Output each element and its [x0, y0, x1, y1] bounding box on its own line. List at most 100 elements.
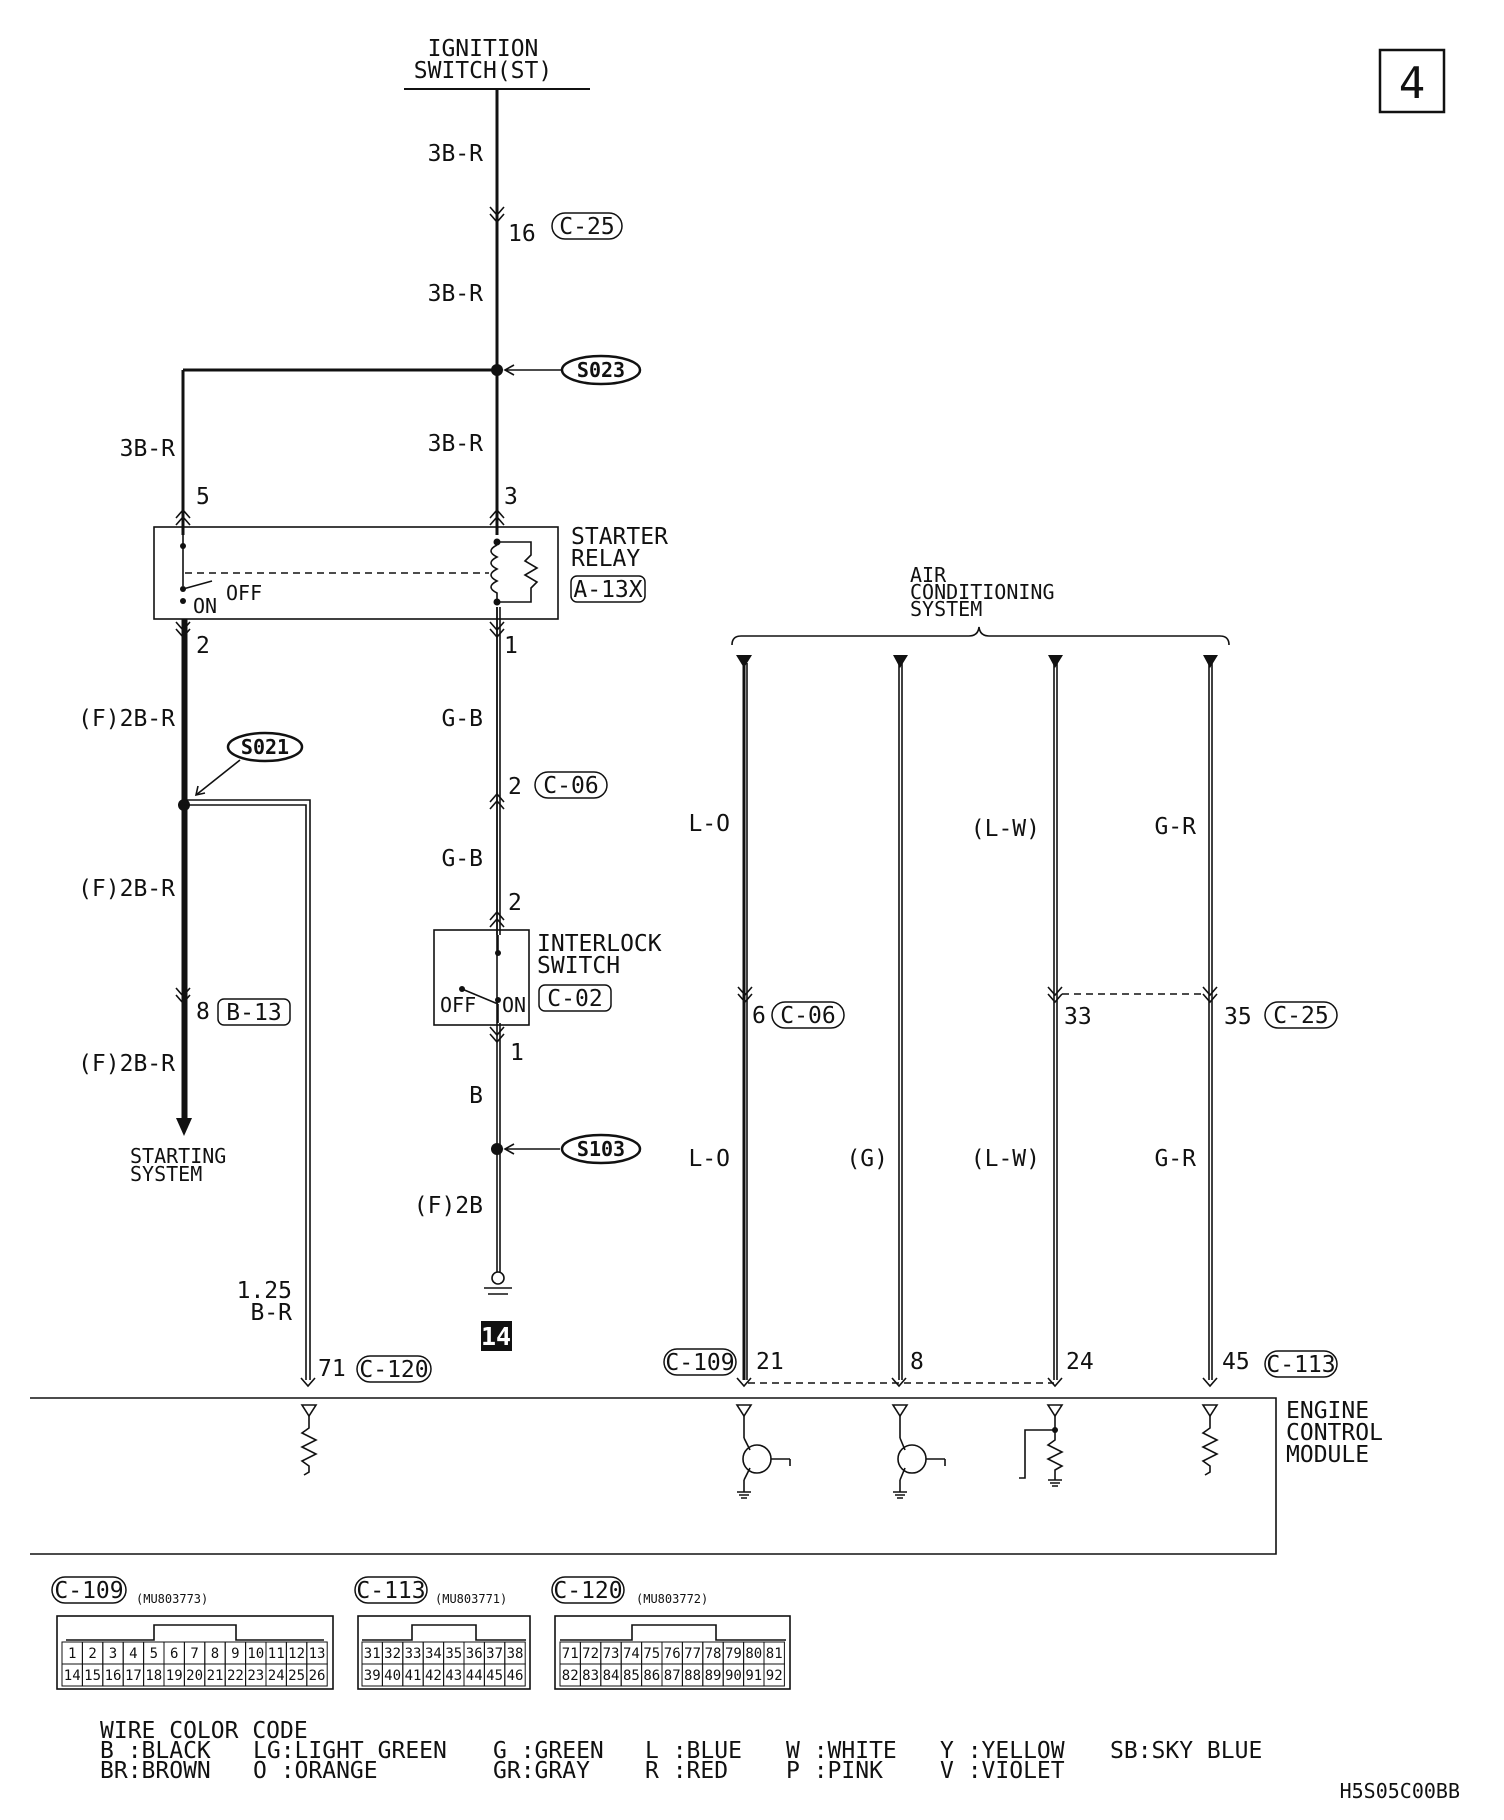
pin-number: 88: [684, 1668, 701, 1684]
color-code-lg: LG:LIGHT GREEN: [253, 1738, 447, 1764]
pin-number: 82: [562, 1668, 579, 1684]
color-code-p: P :PINK: [786, 1758, 883, 1784]
ground-circle: [491, 1271, 505, 1285]
color-code-b: B :BLACK: [100, 1738, 211, 1764]
pin-number: 5: [150, 1646, 158, 1662]
wire-label-g-b-2: G-B: [441, 846, 483, 872]
pin-8-b13: 8: [196, 999, 210, 1025]
ac-wire-2: [893, 655, 908, 1380]
color-code-g: G :GREEN: [493, 1738, 604, 1764]
interlock-switch-label-1: INTERLOCK: [537, 931, 662, 957]
pin-number: 18: [145, 1668, 162, 1684]
pin-number: 75: [643, 1646, 660, 1662]
relay-on-label: ON: [193, 594, 217, 618]
interlock-contact-on: [495, 997, 501, 1003]
pin-number: 36: [466, 1646, 483, 1662]
pin-number: 26: [309, 1668, 326, 1684]
pin-number: 31: [364, 1646, 381, 1662]
pin-number: 10: [247, 1646, 264, 1662]
wire-color-code-row2: BR:BROWN O :ORANGE GR:GRAY R :RED P :PIN…: [100, 1758, 1065, 1784]
pin-cell: [763, 1663, 785, 1687]
splice-s103-label: S103: [577, 1137, 625, 1161]
pin-1-interlock: 1: [510, 1040, 524, 1066]
color-code-w: W :WHITE: [786, 1738, 897, 1764]
ac-system-label-3: SYSTEM: [910, 597, 982, 621]
pin-number: 89: [705, 1668, 722, 1684]
tag-c06-center: [534, 771, 608, 799]
splice-s021-oval: [226, 731, 304, 763]
relay-pin-5-mark: [175, 508, 191, 526]
relay-coil: [490, 544, 499, 600]
pin-number: 39: [364, 1668, 381, 1684]
interlock-on-label: ON: [502, 993, 526, 1017]
ignition-switch-label-1: IGNITION: [428, 36, 539, 62]
color-code-sb: SB:SKY BLUE: [1110, 1738, 1262, 1764]
starting-system-label-2: SYSTEM: [130, 1162, 202, 1186]
pin-number: 35: [445, 1646, 462, 1662]
page-number-box: [1378, 48, 1446, 114]
ecm-label-1: ENGINE: [1286, 1398, 1369, 1424]
pin-number: 11: [268, 1646, 285, 1662]
connector-c109: C-109: [665, 1350, 734, 1376]
color-code-r: R :RED: [645, 1758, 728, 1784]
starter-relay-label-1: STARTER: [571, 524, 668, 550]
pin-number: 76: [664, 1646, 681, 1662]
pin-5: 5: [196, 484, 210, 510]
pin-number: 84: [603, 1668, 620, 1684]
wire-label-3b-r-3: 3B-R: [120, 436, 176, 462]
page-number: 4: [1399, 58, 1426, 109]
ecm-branch-wire: [184, 804, 307, 1380]
starting-arrow: [176, 1118, 192, 1136]
connector-view-c120-part: (MU803772): [636, 1592, 708, 1606]
interlock-pin-1-mark: [489, 1026, 505, 1044]
pin-number: 38: [507, 1646, 524, 1662]
pin-45: 45: [1222, 1349, 1250, 1375]
ecm-pin-marks: [736, 1377, 1218, 1388]
interlock-off-label: OFF: [440, 993, 476, 1017]
pin-number: 22: [227, 1668, 244, 1684]
pin-33: 33: [1064, 1004, 1092, 1030]
pin-number: 45: [486, 1668, 503, 1684]
splice-s021-arrow: [195, 759, 241, 796]
pin-number: 15: [84, 1668, 101, 1684]
pin-number: 77: [684, 1646, 701, 1662]
color-code-v: V :VIOLET: [940, 1758, 1065, 1784]
connector-view-c113-name: C-113: [356, 1578, 425, 1604]
connector-mark-b13: [175, 987, 191, 1005]
ecm-branch-wire-2: [184, 799, 311, 1380]
pin-number: 74: [623, 1646, 640, 1662]
pin-1-relay: 1: [504, 633, 518, 659]
wire-label-g-r-top: G-R: [1154, 814, 1196, 840]
wire-label-f2b-r-1: (F)2B-R: [78, 706, 175, 732]
connector-b13: B-13: [226, 1000, 281, 1026]
connector-view-c120-name: C-120: [553, 1578, 622, 1604]
starting-system-label-1: STARTING: [130, 1144, 226, 1168]
wire-label-f2b-r-2: (F)2B-R: [78, 876, 175, 902]
ecm-label-3: MODULE: [1286, 1442, 1369, 1468]
wire-label-3b-r-1: 3B-R: [428, 141, 484, 167]
splice-s023-label: S023: [577, 358, 625, 382]
ecm-label-2: CONTROL: [1286, 1420, 1383, 1446]
connector-mark-c06-center: [489, 792, 505, 810]
relay-pin-1-mark: [489, 621, 505, 639]
pin-35: 35: [1224, 1004, 1252, 1030]
pin-number: 24: [268, 1668, 285, 1684]
pin-number: 34: [425, 1646, 442, 1662]
relay-off-label: OFF: [226, 581, 262, 605]
color-code-l: L :BLUE: [645, 1738, 742, 1764]
connector-mark-c120: [300, 1377, 316, 1388]
pin-number: 72: [582, 1646, 599, 1662]
interlock-blade: [461, 988, 499, 1005]
connector-c06-center: C-06: [543, 773, 598, 799]
wire-color-code-title: WIRE COLOR CODE: [100, 1718, 308, 1744]
wire-label-g-bot: (G): [846, 1146, 888, 1172]
wire-color-code-row1: B :BLACK LG:LIGHT GREEN G :GREEN L :BLUE…: [100, 1738, 1262, 1764]
pin-number: 3: [109, 1646, 117, 1662]
connector-view-c109-name: C-109: [54, 1578, 123, 1604]
pin-3: 3: [504, 484, 518, 510]
connector-view-c109-part: (MU803773): [136, 1592, 208, 1606]
pin-16: 16: [508, 221, 536, 247]
pin-number: 12: [288, 1646, 305, 1662]
